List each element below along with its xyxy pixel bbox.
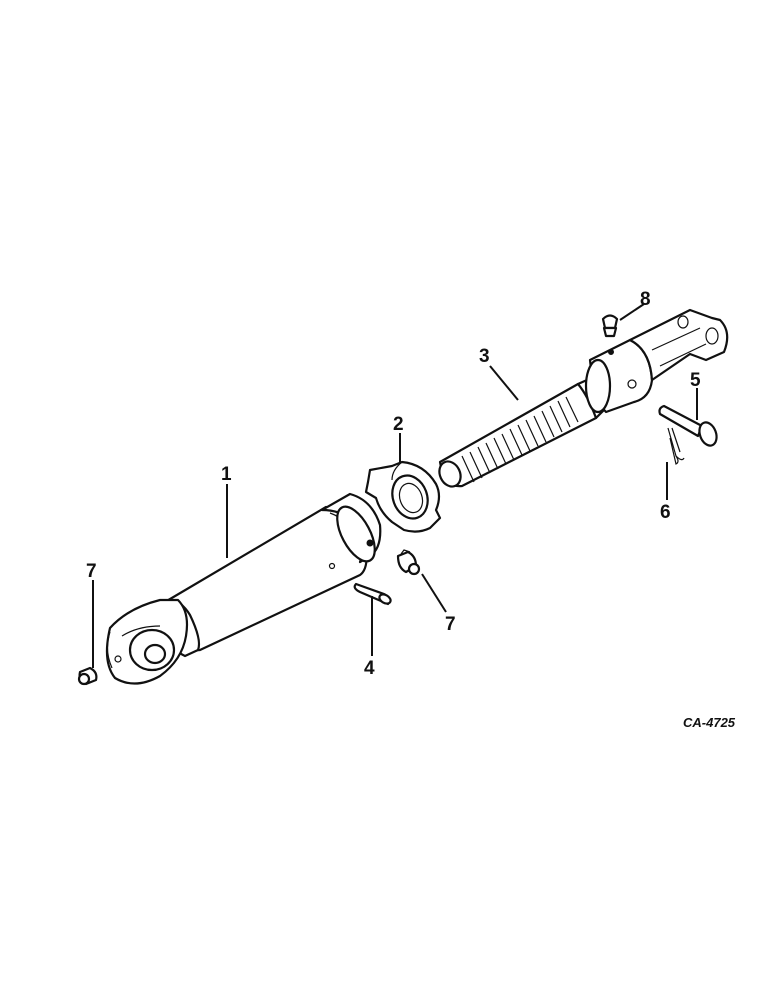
cylinder-body-part [105, 492, 382, 685]
cotter-pin-part [667, 427, 685, 465]
clevis-pin-part [658, 404, 718, 447]
callout-3: 3 [479, 346, 490, 367]
callout-1: 1 [221, 464, 232, 485]
callout-6: 6 [660, 502, 671, 523]
grease-fitting-clevis-part [601, 314, 619, 338]
figure-code: CA-4725 [683, 715, 736, 730]
grease-fitting-front-part [396, 549, 421, 576]
callout-7-front: 7 [445, 614, 456, 635]
leader-lines [92, 303, 698, 668]
slotted-nut-part [364, 460, 442, 533]
callout-2: 2 [393, 414, 404, 435]
grease-fitting-rear-part [77, 666, 98, 686]
threaded-clevis-part [438, 308, 729, 488]
callout-5: 5 [690, 370, 701, 391]
callout-8: 8 [640, 289, 651, 310]
roll-pin-part [353, 582, 392, 606]
callout-7-rear: 7 [86, 561, 97, 582]
callout-4: 4 [364, 658, 375, 679]
